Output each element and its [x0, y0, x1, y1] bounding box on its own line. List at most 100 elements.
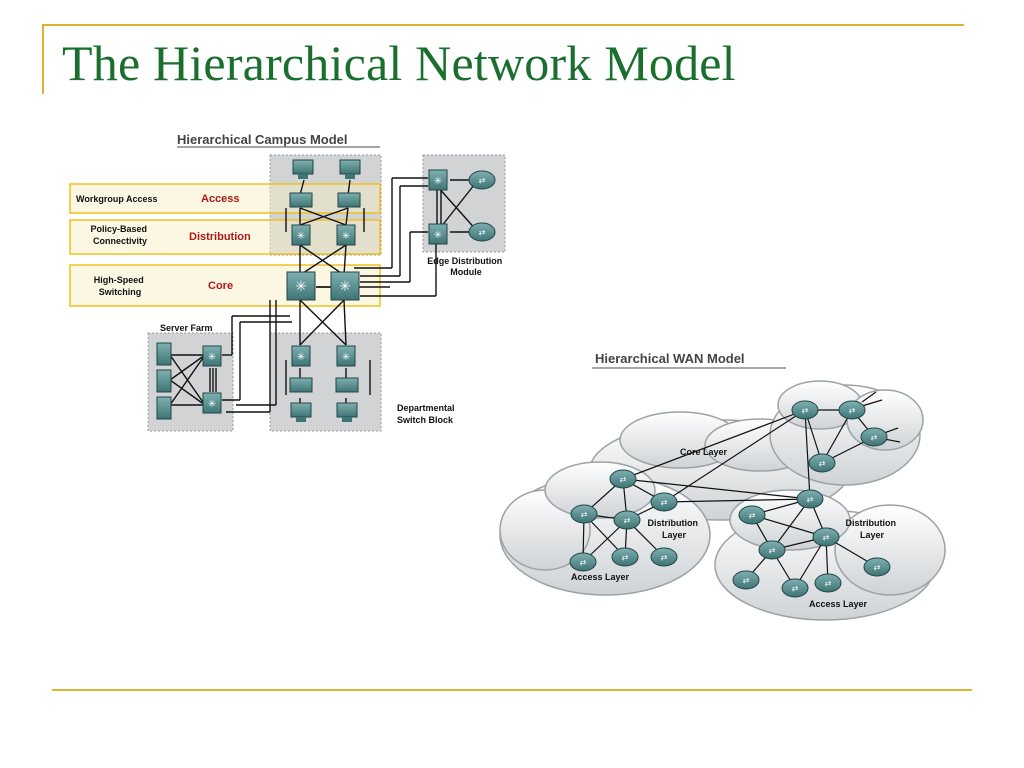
multilayer-switch-icon: ✳ — [428, 223, 448, 245]
router-icon: ⇄ — [812, 527, 840, 547]
router-icon: ⇄ — [808, 453, 836, 473]
router-icon: ⇄ — [468, 170, 496, 190]
router-icon: ⇄ — [609, 469, 637, 489]
switch-icon — [335, 377, 359, 393]
router-icon: ⇄ — [863, 557, 891, 577]
footer-rule — [52, 689, 972, 691]
row-role-core: High-Speed Switching — [94, 275, 147, 297]
svg-text:✳: ✳ — [208, 352, 216, 363]
row-role-distribution-line: Policy-Based — [90, 224, 147, 234]
access-block — [269, 154, 382, 256]
svg-text:✳: ✳ — [208, 399, 216, 410]
server-farm-label: Server Farm — [160, 323, 213, 333]
distribution-left-label-line: Distribution — [647, 518, 698, 528]
distribution-right-label-line: Distribution — [845, 518, 896, 528]
svg-text:⇄: ⇄ — [792, 584, 799, 593]
wan-title: Hierarchical WAN Model — [595, 351, 745, 366]
svg-text:⇄: ⇄ — [823, 533, 830, 542]
distribution-left-label-line: Layer — [662, 530, 687, 540]
router-icon: ⇄ — [611, 547, 639, 567]
multilayer-switch-icon: ✳ — [291, 345, 311, 367]
multilayer-switch-icon: ✳ — [336, 345, 356, 367]
row-role-core-line: Switching — [99, 287, 142, 297]
svg-text:⇄: ⇄ — [580, 558, 587, 567]
multilayer-switch-icon: ✳ — [291, 224, 311, 246]
svg-text:⇄: ⇄ — [743, 576, 750, 585]
router-icon: ⇄ — [796, 489, 824, 509]
svg-text:⇄: ⇄ — [825, 579, 832, 588]
router-icon: ⇄ — [738, 505, 766, 525]
svg-text:⇄: ⇄ — [661, 498, 668, 507]
multilayer-switch-icon: ✳ — [336, 224, 356, 246]
router-icon: ⇄ — [791, 400, 819, 420]
slide-title: The Hierarchical Network Model — [62, 35, 736, 91]
distribution-right-label-line: Layer — [860, 530, 885, 540]
router-icon: ⇄ — [860, 427, 888, 447]
switch-block-label-line: Switch Block — [397, 415, 454, 425]
cloud-top-right — [769, 380, 924, 486]
svg-text:⇄: ⇄ — [622, 553, 629, 562]
svg-text:⇄: ⇄ — [620, 475, 627, 484]
router-icon: ⇄ — [814, 573, 842, 593]
multilayer-switch-icon: ✳ — [428, 169, 448, 191]
router-icon: ⇄ — [569, 552, 597, 572]
svg-text:⇄: ⇄ — [874, 563, 881, 572]
edge-module-label-line: Edge Distribution — [427, 256, 502, 266]
svg-text:✳: ✳ — [434, 230, 442, 241]
svg-text:⇄: ⇄ — [807, 495, 814, 504]
router-icon: ⇄ — [781, 578, 809, 598]
campus-links — [169, 177, 479, 413]
band-access — [69, 183, 381, 214]
router-icon: ⇄ — [650, 547, 678, 567]
row-layer-distribution: Distribution — [189, 231, 251, 243]
svg-text:⇄: ⇄ — [802, 406, 809, 415]
router-icon: ⇄ — [758, 540, 786, 560]
svg-text:✳: ✳ — [342, 352, 350, 363]
switch-block — [269, 332, 382, 432]
svg-text:⇄: ⇄ — [479, 228, 486, 237]
svg-text:⇄: ⇄ — [661, 553, 668, 562]
row-layer-access: Access — [201, 193, 240, 205]
svg-text:✳: ✳ — [295, 278, 307, 294]
svg-text:⇄: ⇄ — [581, 510, 588, 519]
svg-text:⇄: ⇄ — [479, 176, 486, 185]
row-role-distribution: Policy-Based Connectivity — [90, 224, 149, 246]
switch-icon — [289, 192, 313, 208]
title-accent-vertical — [42, 24, 44, 94]
svg-text:⇄: ⇄ — [849, 406, 856, 415]
edge-module-label-line: Module — [450, 267, 482, 277]
pc-icon — [336, 402, 358, 422]
title-accent-horizontal — [42, 24, 964, 26]
access-left-label: Access Layer — [571, 572, 630, 582]
core-layer-label: Core Layer — [680, 447, 728, 457]
pc-icon — [292, 159, 314, 179]
distribution-right-label: Distribution Layer — [845, 518, 898, 540]
router-icon: ⇄ — [732, 570, 760, 590]
svg-text:⇄: ⇄ — [819, 459, 826, 468]
switch-block-label-line: Departmental — [397, 403, 455, 413]
edge-module-label: Edge Distribution Module — [427, 256, 505, 277]
svg-text:⇄: ⇄ — [749, 511, 756, 520]
router-icon: ⇄ — [468, 222, 496, 242]
svg-text:⇄: ⇄ — [871, 433, 878, 442]
band-core — [69, 264, 381, 307]
router-icon: ⇄ — [838, 400, 866, 420]
campus-title: Hierarchical Campus Model — [177, 132, 348, 147]
svg-text:✳: ✳ — [339, 278, 351, 294]
multilayer-switch-icon: ✳ — [202, 392, 222, 414]
pc-icon — [290, 402, 312, 422]
band-distribution — [69, 219, 381, 255]
campus-model: ✳ ✳ ✳ ✳ ✳ ✳ ⇄ ⇄ ✳ ✳ ✳ ✳ Hierarchical Cam… — [69, 132, 506, 432]
switch-icon — [337, 192, 361, 208]
router-icon: ⇄ — [613, 510, 641, 530]
wan-model: Hierarchical WAN Model — [499, 351, 946, 621]
row-role-distribution-line: Connectivity — [93, 236, 147, 246]
switch-icon — [289, 377, 313, 393]
pc-icon — [339, 159, 361, 179]
svg-text:✳: ✳ — [342, 231, 350, 242]
svg-text:⇄: ⇄ — [769, 546, 776, 555]
row-role-core-line: High-Speed — [94, 275, 144, 285]
row-layer-core: Core — [208, 280, 233, 292]
svg-text:✳: ✳ — [297, 231, 305, 242]
